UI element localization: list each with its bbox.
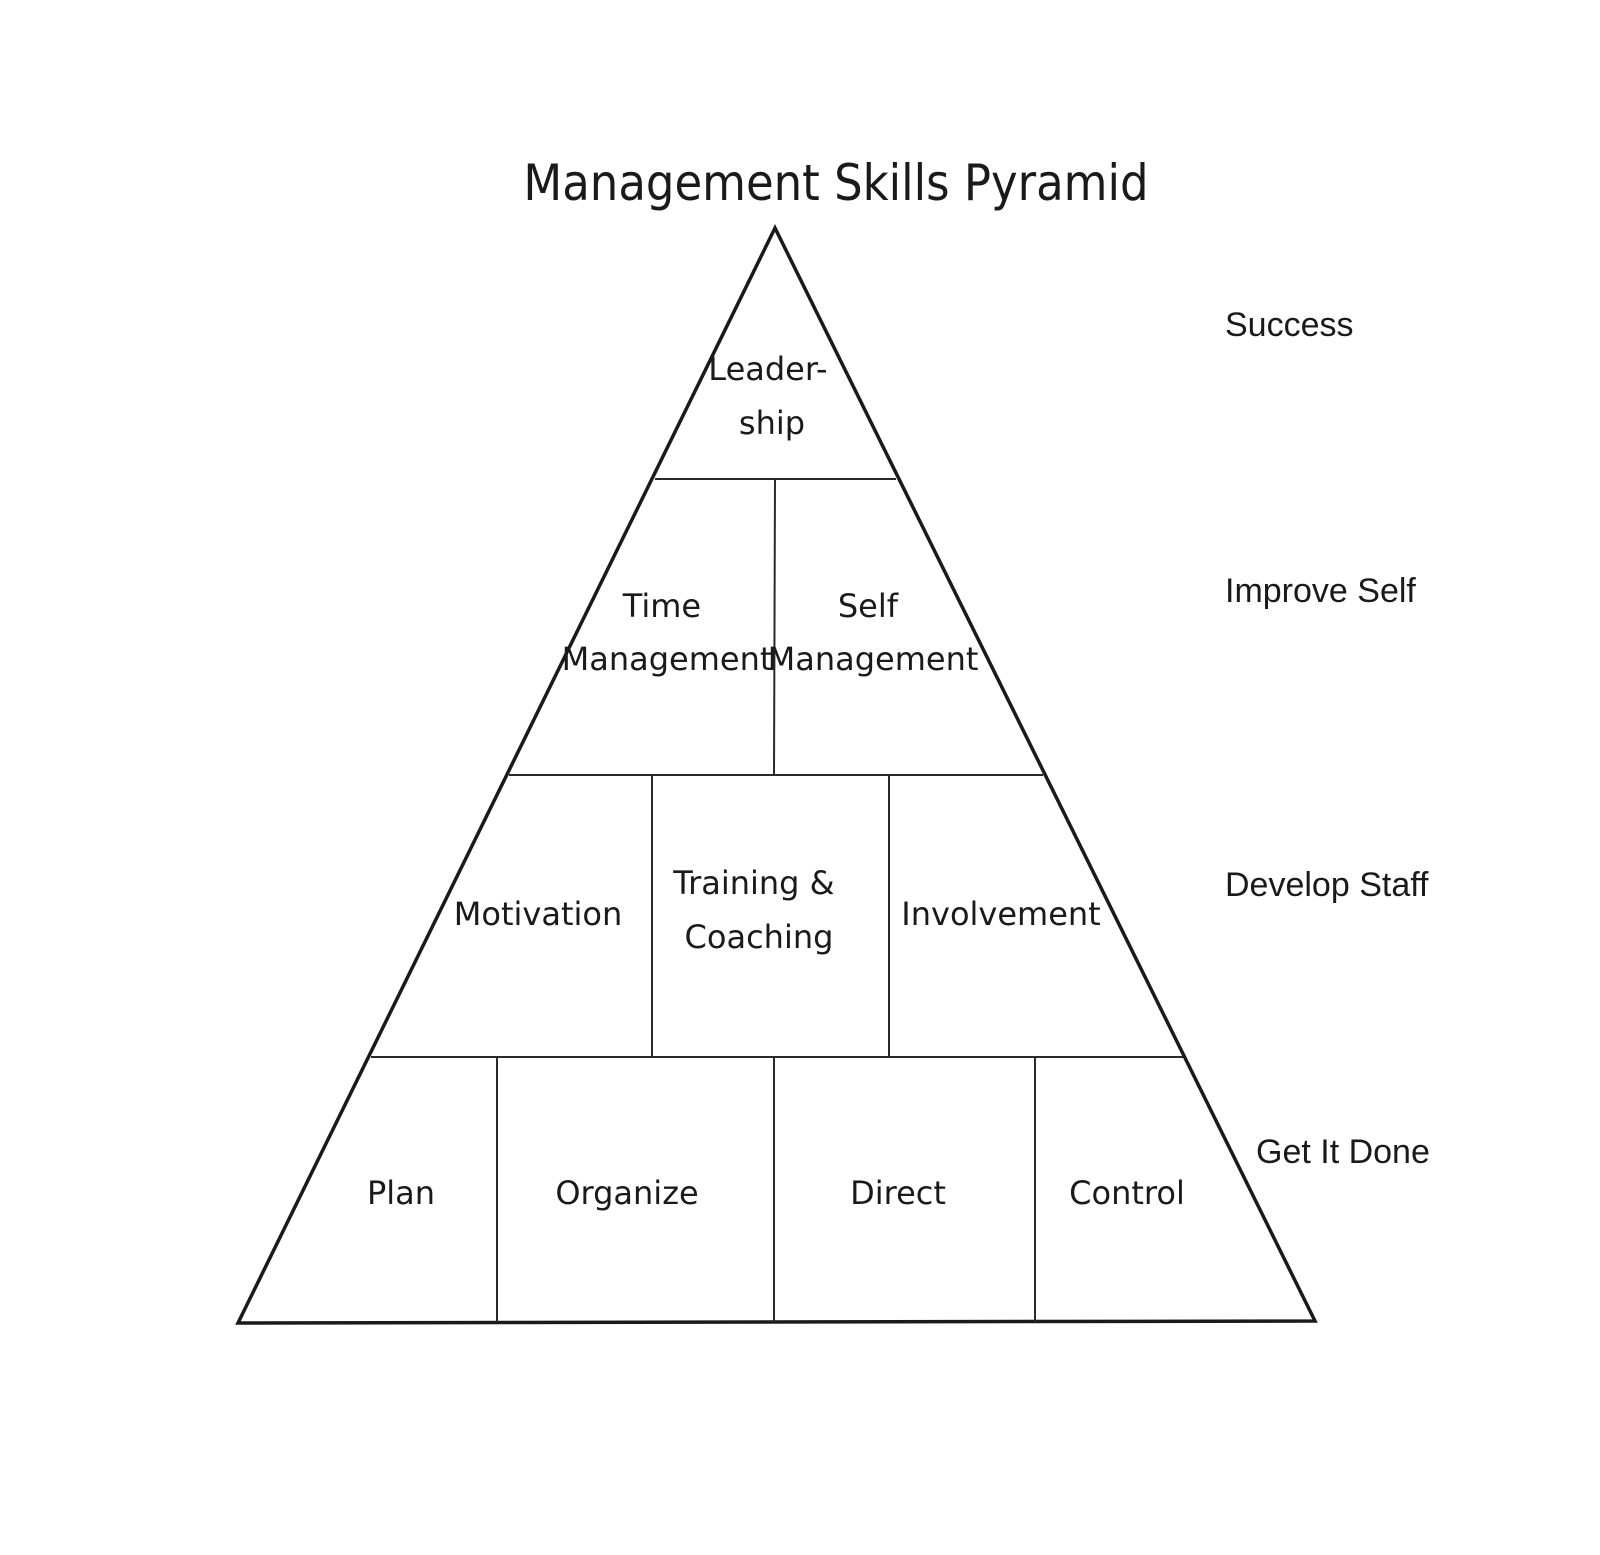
block-divider-improve-self-1 xyxy=(773,478,776,776)
block-training-coaching-line-2: Coaching xyxy=(685,918,834,956)
block-leadership-line-1: Leader- xyxy=(708,350,827,388)
block-time-management-line-2: Management xyxy=(562,640,773,678)
block-organize-line-1: Organize xyxy=(555,1174,698,1212)
pyramid-outline xyxy=(235,224,1318,1325)
block-self-management: Self Management xyxy=(768,587,979,678)
block-training-coaching-line-1: Training & xyxy=(672,864,834,902)
block-leadership: Leader- ship xyxy=(708,350,837,442)
block-direct-line-1: Direct xyxy=(850,1174,946,1212)
block-motivation-line-1: Motivation xyxy=(454,895,622,933)
block-motivation: Motivation xyxy=(454,895,622,933)
tier-label-develop-staff: Develop Staff xyxy=(1225,866,1429,904)
block-time-management-line-1: Time xyxy=(622,587,701,625)
block-training-coaching: Training & Coaching xyxy=(672,864,845,956)
block-self-management-line-1: Self xyxy=(838,587,899,625)
block-involvement: Involvement xyxy=(901,895,1100,933)
tier-label-improve-self: Improve Self xyxy=(1225,572,1416,610)
tier-label-get-it-done: Get It Done xyxy=(1256,1133,1430,1171)
block-plan-line-1: Plan xyxy=(367,1174,435,1212)
block-self-management-line-2: Management xyxy=(768,640,979,678)
block-plan: Plan xyxy=(367,1174,435,1212)
diagram-title: Management Skills Pyramid xyxy=(523,154,1148,212)
block-involvement-line-1: Involvement xyxy=(901,895,1100,933)
block-control-line-1: Control xyxy=(1069,1174,1185,1212)
tier-label-success: Success xyxy=(1225,306,1354,344)
block-direct: Direct xyxy=(850,1174,946,1212)
block-organize: Organize xyxy=(555,1174,698,1212)
block-control: Control xyxy=(1069,1174,1185,1212)
block-time-management: Time Management xyxy=(562,587,773,678)
block-leadership-line-2: ship xyxy=(739,404,805,442)
